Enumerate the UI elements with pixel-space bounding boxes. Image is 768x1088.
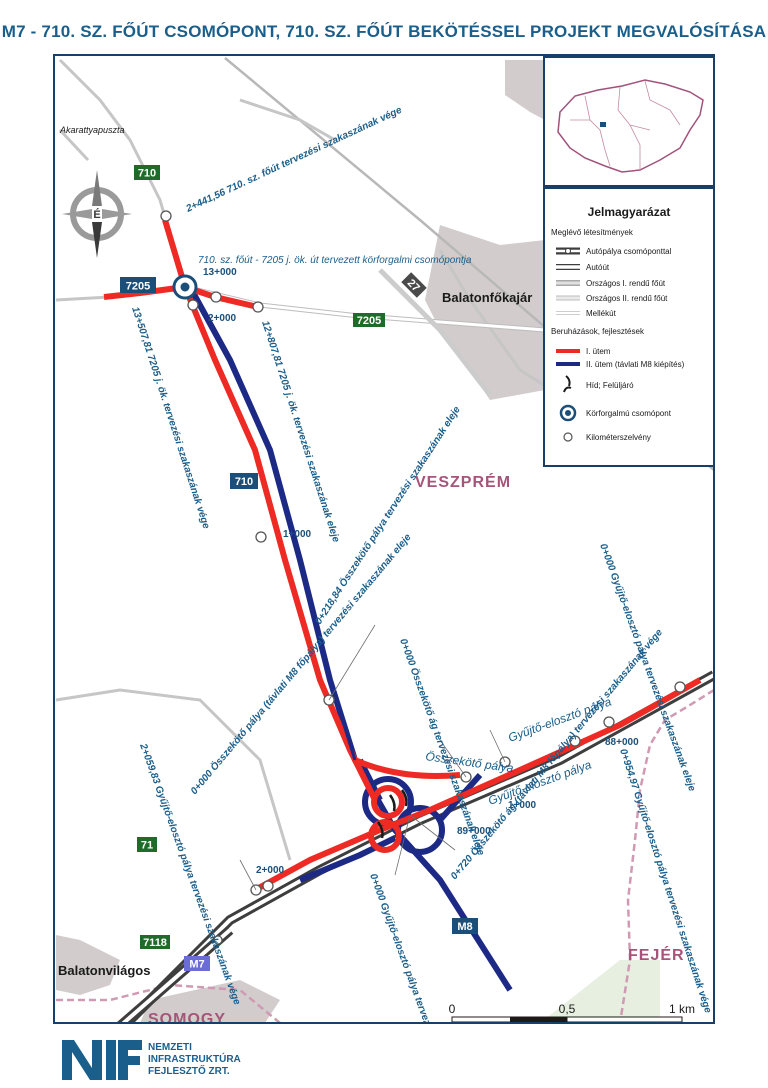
bridge-symbols — [376, 789, 408, 839]
leader-lines — [239, 624, 506, 891]
annot-roundabout: 710. sz. főút - 7205 j. ök. út tervezett… — [198, 255, 472, 266]
km-1-right: 1+000 — [508, 800, 537, 811]
legend-item-main-road-1: Országos I. rendű főút — [556, 279, 666, 288]
legend-dev-header: Beruházások, fejlesztések — [551, 327, 645, 336]
km-2-bottom: 2+000 — [256, 865, 285, 876]
svg-text:1 km: 1 km — [669, 1002, 695, 1016]
compass-icon: É — [62, 170, 132, 258]
svg-text:I. ütem: I. ütem — [586, 347, 611, 356]
svg-text:FEJLESZTŐ ZRT.: FEJLESZTŐ ZRT. — [148, 1064, 230, 1077]
km-89: 89+000 — [457, 826, 491, 837]
town-akarattyapuszta: Akarattyapuszta — [59, 125, 125, 135]
km-1: 1+000 — [283, 529, 312, 540]
svg-text:É: É — [93, 208, 100, 221]
shield-710-mid: 710 — [230, 473, 258, 489]
km-13: 13+000 — [203, 267, 237, 278]
town-balatonfokajar: Balatonfőkajár — [442, 290, 532, 305]
shield-m7: M7 — [184, 956, 210, 971]
svg-text:7205: 7205 — [357, 315, 381, 327]
legend: Jelmagyarázat Meglévő létesítmények Autó… — [543, 187, 715, 467]
svg-text:II. ütem (távlati M8 kiépítés): II. ütem (távlati M8 kiépítés) — [586, 360, 685, 369]
inset-map — [543, 56, 715, 187]
shield-710-top: 710 — [134, 165, 160, 180]
svg-text:710: 710 — [138, 168, 156, 180]
road-27 — [378, 268, 492, 397]
legend-item-minor-road: Mellékút — [556, 309, 617, 318]
county-veszprem: VESZPRÉM — [415, 472, 511, 491]
svg-text:Országos I. rendű főút: Országos I. rendű főút — [586, 279, 666, 288]
roundabout-legend-icon — [559, 404, 577, 422]
legend-existing-header: Meglévő létesítmények — [551, 228, 634, 237]
town-balatonvilagos: Balatonvilágos — [58, 963, 150, 978]
m7-south — [120, 928, 232, 1023]
m7-motorway — [124, 673, 714, 1023]
map-title: M7 - 710. SZ. FŐÚT CSOMÓPONT, 710. SZ. F… — [1, 22, 767, 41]
svg-text:7118: 7118 — [143, 937, 167, 949]
legend-item-phase-2: II. ütem (távlati M8 kiépítés) — [556, 360, 685, 369]
legend-item-kilometer-post: Kilométerszelvény — [563, 432, 651, 442]
svg-text:Autópálya csomóponttal: Autópálya csomóponttal — [586, 247, 672, 256]
shield-m8: M8 — [452, 918, 478, 934]
county-somogy: SOMOGY — [148, 1011, 226, 1028]
svg-text:0: 0 — [449, 1002, 456, 1016]
svg-text:Kilométerszelvény: Kilométerszelvény — [586, 433, 651, 442]
svg-text:0,5: 0,5 — [559, 1002, 576, 1016]
svg-text:Mellékút: Mellékút — [586, 309, 617, 318]
svg-text:INFRASTRUKTÚRA: INFRASTRUKTÚRA — [148, 1052, 241, 1065]
km-2-top: 2+000 — [208, 313, 237, 324]
legend-item-main-road-2: Országos II. rendű főút — [556, 294, 668, 303]
svg-text:71: 71 — [141, 840, 153, 852]
kilometer-posts — [160, 210, 686, 945]
legend-item-expressway: Autóút — [556, 263, 610, 272]
shield-7118: 7118 — [140, 935, 170, 949]
legend-item-roundabout: Körforgalmú csomópont — [559, 404, 672, 422]
green-area — [540, 960, 660, 1023]
builtup-areas — [56, 60, 560, 1023]
nif-logo: NEMZETI INFRASTRUKTÚRA FEJLESZTŐ ZRT. — [62, 1040, 241, 1080]
svg-text:7205: 7205 — [126, 281, 150, 293]
svg-text:M8: M8 — [457, 921, 472, 933]
legend-item-motorway: Autópálya csomóponttal — [556, 247, 672, 256]
bridge-icon — [563, 375, 572, 393]
roundabout-icon — [172, 274, 198, 300]
legend-item-phase-1: I. ütem — [556, 347, 611, 356]
shield-7205-right: 7205 — [353, 313, 385, 327]
svg-text:NEMZETI: NEMZETI — [148, 1042, 192, 1053]
county-fejer: FEJÉR — [628, 945, 685, 964]
phase-2-overlay — [188, 286, 357, 761]
svg-text:Körforgalmú csomópont: Körforgalmú csomópont — [586, 409, 672, 418]
shield-7205-left: 7205 — [120, 277, 156, 293]
svg-text:Híd; Felüljáró: Híd; Felüljáró — [586, 381, 634, 390]
legend-item-bridge: Híd; Felüljáró — [563, 375, 634, 393]
shield-71: 71 — [137, 837, 157, 852]
phase-1-710 — [103, 219, 702, 893]
svg-text:M7: M7 — [189, 959, 204, 971]
svg-text:Országos II. rendű főút: Országos II. rendű főút — [586, 294, 668, 303]
km-88: 88+000 — [605, 737, 639, 748]
svg-text:710: 710 — [235, 476, 253, 488]
map-frame — [53, 54, 715, 1024]
legend-title: Jelmagyarázat — [588, 205, 671, 219]
svg-text:Autóút: Autóút — [586, 263, 610, 272]
